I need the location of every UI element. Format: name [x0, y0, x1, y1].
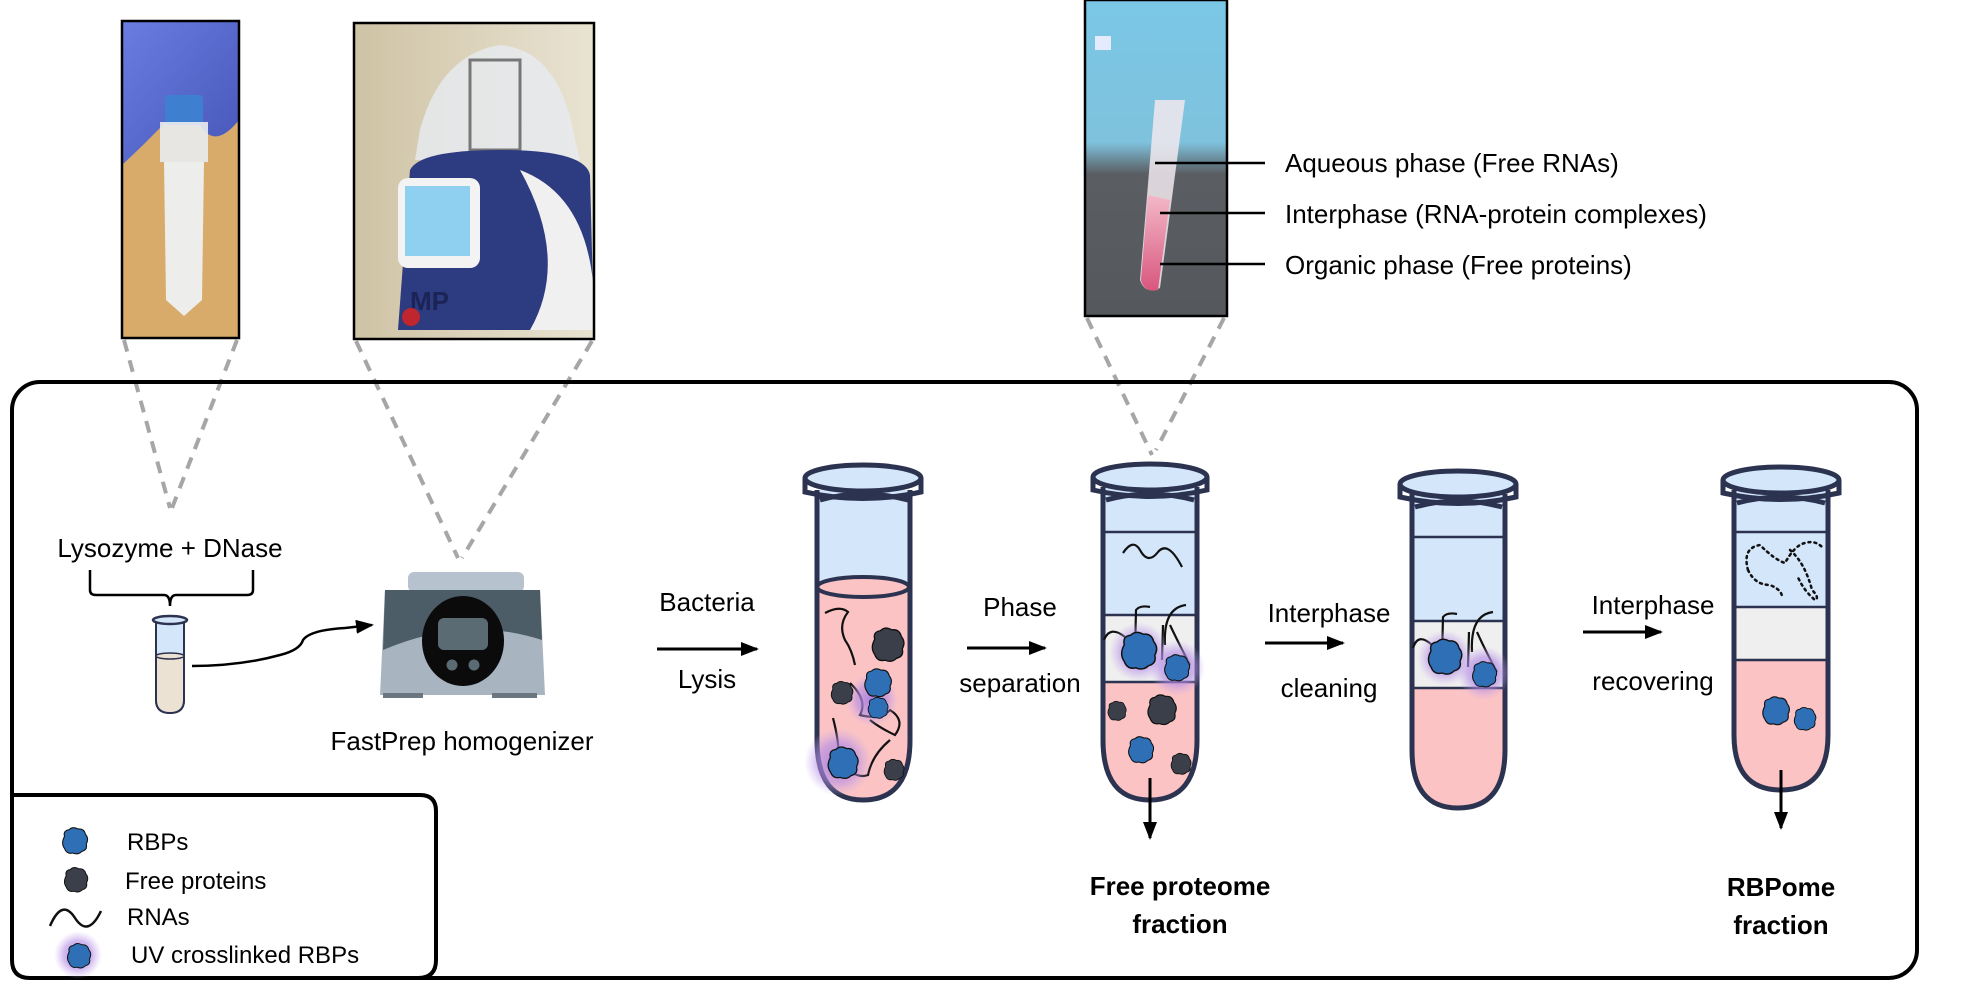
rbp-icon	[62, 827, 89, 855]
rna-icon	[48, 908, 103, 928]
label-interphase: Interphase (RNA-protein complexes)	[1285, 199, 1707, 229]
workflow-panel	[10, 380, 1919, 980]
step-4-bottom: recovering	[1592, 666, 1713, 696]
label-aqueous-phase: Aqueous phase (Free RNAs)	[1285, 148, 1619, 178]
reagent-label: Lysozyme + DNase	[57, 533, 282, 563]
step-4-top: Interphase	[1592, 590, 1715, 620]
tube-interphase-cleaned	[1397, 468, 1519, 811]
step-1-top: Bacteria	[659, 587, 755, 617]
step-2-top: Phase	[983, 592, 1057, 622]
step-bacteria-lysis: Bacteria Lysis	[657, 587, 759, 694]
rbpome-label-line1: RBPome	[1727, 872, 1835, 902]
label-organic-phase: Organic phase (Free proteins)	[1285, 250, 1632, 280]
legend-label-rnas: RNAs	[127, 904, 190, 931]
step-phase-separation: Phase separation	[959, 592, 1080, 698]
rbpome-label-line2: fraction	[1733, 910, 1828, 940]
photo-phase-tube	[1083, 0, 1229, 318]
phase-leaders	[1155, 161, 1265, 266]
step-interphase-cleaning: Interphase cleaning	[1265, 598, 1390, 703]
step-1-bottom: Lysis	[678, 664, 736, 694]
photo-lysis-tube	[120, 19, 241, 340]
free-proteome-label-line1: Free proteome	[1090, 871, 1271, 901]
degraded-rna-icon	[1745, 540, 1824, 602]
step-3-top: Interphase	[1268, 598, 1391, 628]
homogenizer-label: FastPrep homogenizer	[330, 726, 593, 756]
legend-label-free-proteins: Free proteins	[125, 868, 266, 895]
uv-crosslinked-rbp-icon	[54, 931, 102, 979]
lysate-to-homogenizer-arrow	[191, 619, 374, 668]
step-3-bottom: cleaning	[1281, 673, 1378, 703]
tube-phase-separated	[1090, 461, 1210, 840]
homogenizer-icon	[380, 572, 545, 698]
step-interphase-recovering: Interphase recovering	[1583, 590, 1714, 696]
legend-label-rbps: RBPs	[127, 829, 188, 856]
legend-label-uv-crosslinked-rbps: UV crosslinked RBPs	[131, 942, 359, 969]
legend: RBPs Free proteins RNAs UV crosslinked R…	[10, 793, 438, 980]
tube-interphase-recovered	[1720, 464, 1842, 830]
lysate-tube-icon	[151, 614, 189, 715]
free-protein-icon	[63, 867, 89, 893]
reagent-bracket	[88, 570, 255, 607]
photo-homogenizer: MP	[352, 21, 596, 341]
tube-lysate	[802, 462, 924, 803]
zoom-connectors	[122, 317, 1226, 560]
step-2-bottom: separation	[959, 668, 1080, 698]
free-proteome-label-line2: fraction	[1132, 909, 1227, 939]
